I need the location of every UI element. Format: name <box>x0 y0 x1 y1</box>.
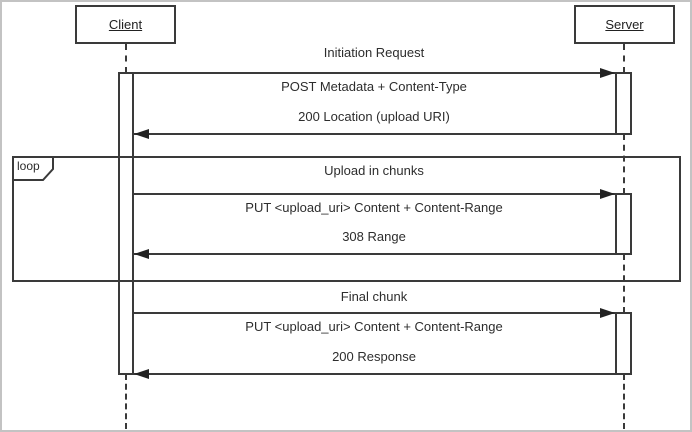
arrowhead-left-icon <box>134 129 149 139</box>
server-activation-bar-3 <box>615 312 632 375</box>
server-lifeline-segment <box>623 44 625 73</box>
client-lifeline-segment <box>125 374 127 429</box>
arrowhead-left-icon <box>134 369 149 379</box>
client-activation-bar <box>118 72 134 375</box>
server-activation-bar-1 <box>615 72 632 135</box>
arrowhead-right-icon <box>600 189 615 199</box>
exchange-3-box: PUT <upload_uri> Content + Content-Range… <box>133 312 615 375</box>
actor-server-label: Server <box>605 17 644 32</box>
exchange-2-box: PUT <upload_uri> Content + Content-Range… <box>133 193 615 255</box>
arrowhead-left-icon <box>134 249 149 259</box>
response-message-label: 200 Response <box>332 349 416 364</box>
server-lifeline-segment <box>623 134 625 194</box>
server-lifeline-segment <box>623 374 625 429</box>
exchange-2-title: Upload in chunks <box>324 163 424 178</box>
request-message-label: POST Metadata + Content-Type <box>281 79 467 94</box>
request-message-label: PUT <upload_uri> Content + Content-Range <box>245 319 503 334</box>
exchange-1-box: POST Metadata + Content-Type 200 Locatio… <box>133 72 615 135</box>
loop-operator-label: loop <box>17 159 40 173</box>
arrowhead-right-icon <box>600 68 615 78</box>
client-lifeline-segment <box>125 44 127 73</box>
response-message-label: 308 Range <box>342 229 406 244</box>
actor-client-label: Client <box>108 17 143 32</box>
exchange-1-title: Initiation Request <box>323 45 425 60</box>
request-message-label: PUT <upload_uri> Content + Content-Range <box>245 200 503 215</box>
actor-server: Server <box>574 5 675 44</box>
response-message-label: 200 Location (upload URI) <box>298 109 450 124</box>
actor-client: Client <box>75 5 176 44</box>
server-lifeline-segment <box>623 254 625 313</box>
arrowhead-right-icon <box>600 308 615 318</box>
exchange-3-title: Final chunk <box>340 289 408 304</box>
server-activation-bar-2 <box>615 193 632 255</box>
